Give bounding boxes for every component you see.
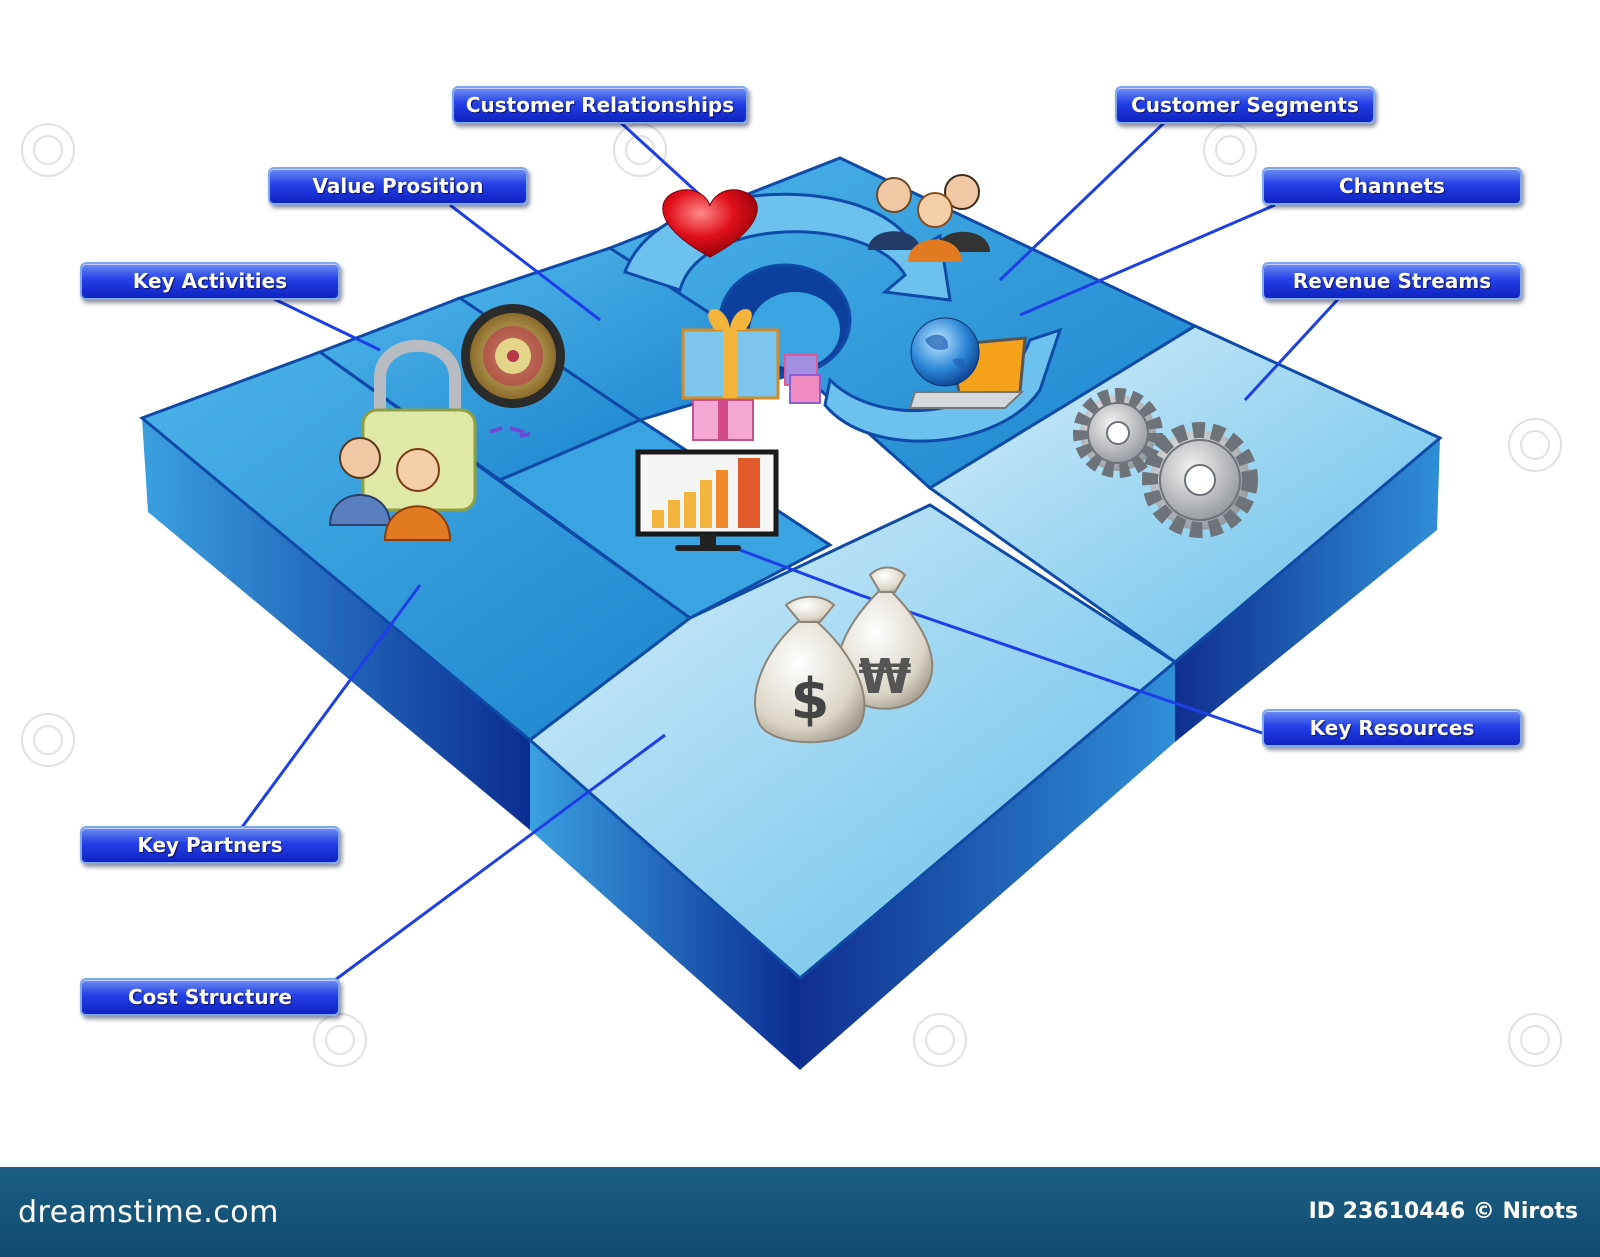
bar-chart-monitor-icon xyxy=(635,449,779,551)
money-bags-icon: ₩ $ xyxy=(754,566,934,744)
leader-lines xyxy=(238,120,1342,982)
people-icon xyxy=(868,174,990,262)
dollar-symbol: $ xyxy=(791,667,830,732)
watermark-logos xyxy=(21,123,1562,1067)
dartboard-icon xyxy=(461,304,565,438)
cycle-arrow-lower xyxy=(823,327,1063,443)
won-symbol: ₩ xyxy=(859,649,912,705)
platform xyxy=(139,156,1443,1070)
label-key-partners: Key Partners xyxy=(80,826,340,864)
padlock-people-icon xyxy=(328,339,477,541)
gift-boxes-icon xyxy=(681,309,821,441)
globe-laptop-icon xyxy=(908,317,1027,409)
label-customer-segments: Customer Segments xyxy=(1115,86,1375,124)
label-cost-structure: Cost Structure xyxy=(80,978,340,1016)
label-value-prosition: Value Prosition xyxy=(268,167,528,205)
label-revenue-streams: Revenue Streams xyxy=(1262,262,1522,300)
label-key-resources: Key Resources xyxy=(1262,709,1522,747)
footer-bar: dreamstime.com ID 23610446 © Nirots xyxy=(0,1167,1600,1257)
tile-cost-structure xyxy=(527,503,1178,980)
gears-icon xyxy=(1073,388,1258,538)
label-key-activities: Key Activities xyxy=(80,262,340,300)
heart-icon xyxy=(662,189,758,258)
brand-name: dreamstime.com xyxy=(18,1195,279,1230)
label-customer-relationships: Customer Relationships xyxy=(452,86,748,124)
label-channets: Channets xyxy=(1262,167,1522,205)
photo-id: ID 23610446 © Nirots xyxy=(1308,1199,1578,1224)
